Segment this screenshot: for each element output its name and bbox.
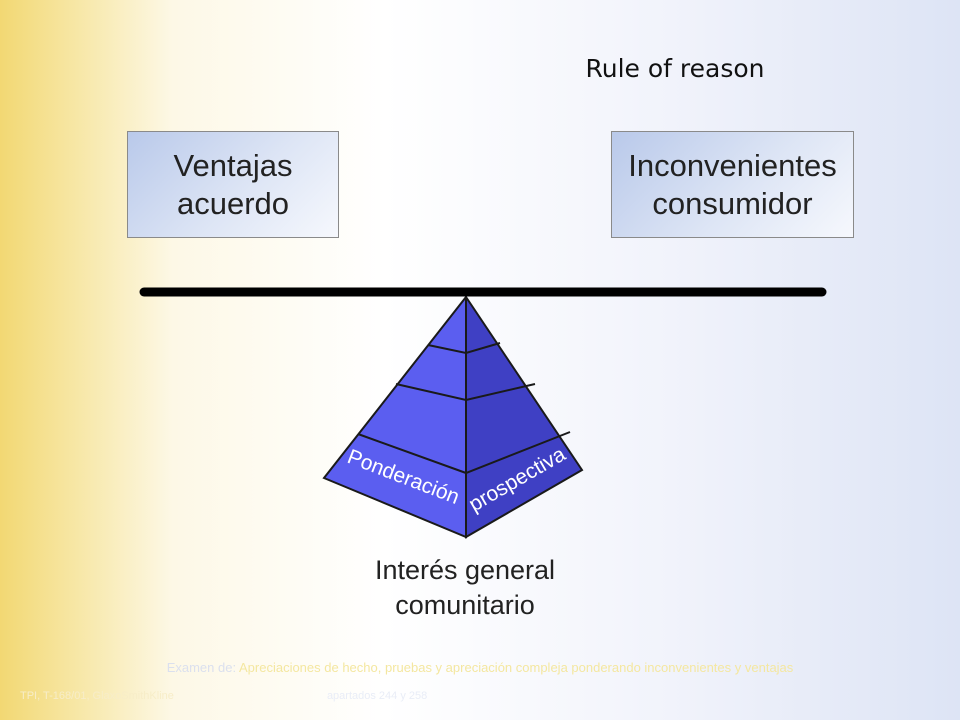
footer-citation-paragraphs: apartados 244 y 258: [326, 690, 428, 702]
disadvantages-box: Inconvenientes consumidor: [611, 131, 854, 238]
footer-citation: TPI, T-168/01, GlaxoSmithKline apartados…: [20, 690, 427, 702]
disadvantages-line-2: consumidor: [652, 185, 813, 221]
advantages-line-2: acuerdo: [176, 185, 290, 221]
advantages-box: Ventajas acuerdo: [127, 131, 339, 238]
caption-line-2: comunitario: [395, 590, 535, 621]
slide-title: Rule of reason: [585, 54, 765, 83]
caption-line-1: Interés general: [374, 555, 556, 585]
pyramid-caption: Interés general comunitario: [330, 553, 600, 623]
footer-citation-case: TPI, T-168/01, GlaxoSmithKline: [20, 690, 174, 702]
pyramid-right-face: [465, 293, 584, 539]
footer-note-lead: Examen de:: [166, 660, 237, 675]
footer-note-text: Apreciaciones de hecho, pruebas y apreci…: [238, 660, 794, 675]
advantages-line-1: Ventajas: [173, 147, 293, 183]
pyramid-tier-lines: [357, 342, 571, 475]
disadvantages-line-1: Inconvenientes: [628, 147, 837, 183]
footer-note: Examen de: Apreciaciones de hecho, prueb…: [0, 660, 960, 675]
